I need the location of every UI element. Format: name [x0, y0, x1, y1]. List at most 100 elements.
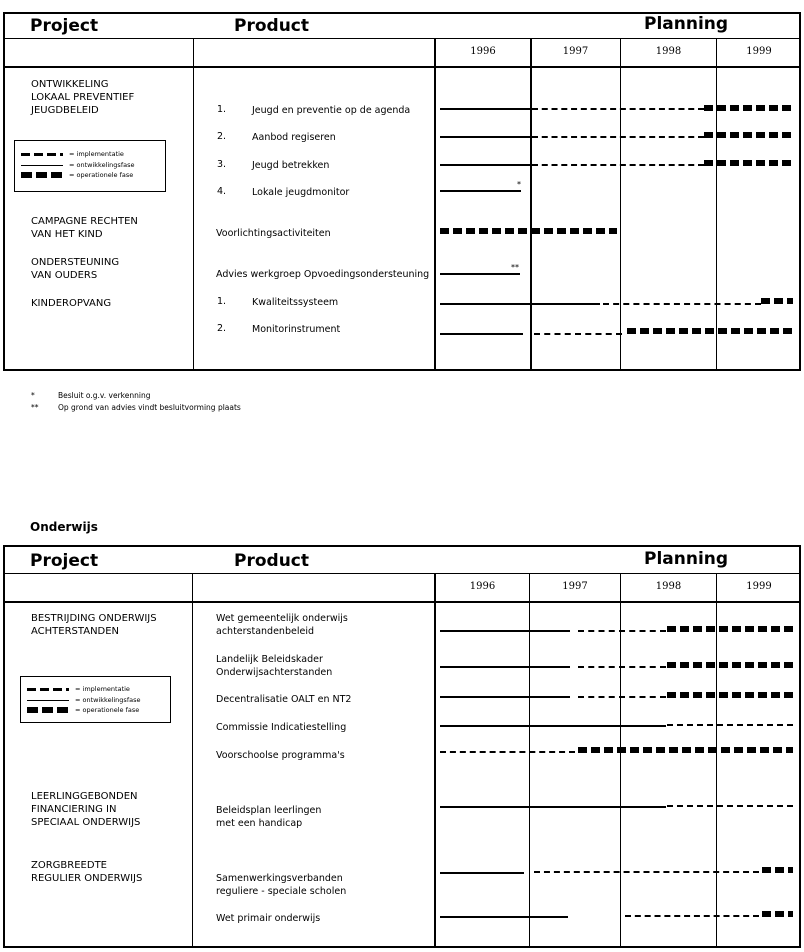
bar-ontwikkelingsfase — [440, 666, 570, 668]
year-1998: 1998 — [655, 581, 682, 592]
product-name: Decentralisatie OALT en NT2 — [216, 694, 352, 705]
bar-operationele-fase — [762, 867, 793, 873]
planning-header: Planning — [644, 14, 729, 34]
product-name: Monitorinstrument — [252, 324, 341, 335]
product-header: Product — [234, 16, 309, 36]
bar-implementatie — [532, 136, 704, 138]
legend-item-ontwikkelingsfase: = ontwikkelingsfase — [21, 161, 134, 169]
project-name: KINDEROPVANG — [31, 298, 112, 309]
product-number: 4. — [217, 186, 227, 197]
bar-operationele-fase — [704, 132, 793, 138]
divider — [192, 573, 193, 948]
footnote-mark: * — [31, 391, 35, 400]
project-name: LEERLINGGEBONDEN FINANCIERING IN SPECIAA… — [31, 791, 141, 828]
project-name: BESTRIJDING ONDERWIJS ACHTERSTANDEN — [31, 613, 157, 637]
year-1996: 1996 — [470, 46, 496, 57]
product-header: Product — [234, 551, 309, 571]
planning-header: Planning — [644, 549, 729, 569]
section-title: Onderwijs — [30, 520, 98, 534]
bar-ontwikkelingsfase — [440, 136, 532, 138]
bar-operationele-fase — [761, 298, 793, 304]
bar-implementatie — [578, 666, 666, 668]
footnote-mark: ** — [31, 403, 39, 412]
bar-implementatie — [532, 108, 704, 110]
product-number: 2. — [217, 323, 227, 334]
bar-implementatie — [534, 871, 759, 873]
solid-line-icon — [27, 699, 69, 701]
divider — [3, 573, 801, 574]
bar-operationele-fase — [667, 626, 793, 632]
bar-operationele-fase — [667, 692, 793, 698]
product-name: Aanbod regiseren — [252, 132, 336, 143]
divider — [3, 601, 801, 603]
year-1998: 1998 — [655, 46, 682, 57]
year-divider — [620, 573, 621, 948]
divider — [434, 573, 436, 948]
legend: = implementatie = ontwikkelingsfase = op… — [14, 140, 166, 192]
thick-dashed-line-icon — [27, 707, 69, 713]
project-header: Project — [30, 551, 99, 571]
divider — [3, 66, 801, 68]
bar-ontwikkelingsfase — [440, 273, 520, 275]
year-1997: 1997 — [562, 581, 588, 592]
year-divider — [620, 38, 621, 371]
product-name: Wet primair onderwijs — [216, 913, 321, 924]
legend: = implementatie = ontwikkelingsfase = op… — [20, 676, 171, 723]
year-1999: 1999 — [746, 581, 772, 592]
product-name: Kwaliteitssysteem — [252, 297, 339, 308]
product-name: Wet gemeentelijk onderwijs achterstanden… — [216, 613, 348, 637]
dashed-line-icon — [21, 152, 63, 156]
bar-ontwikkelingsfase — [440, 696, 570, 698]
project-name: ONDERSTEUNING VAN OUDERS — [31, 257, 120, 281]
product-name: Landelijk Beleidskader Onderwijsachterst… — [216, 654, 333, 678]
product-name: Advies werkgroep Opvoedingsondersteuning — [216, 269, 430, 280]
table-frame — [3, 545, 801, 948]
bar-implementatie — [603, 303, 761, 305]
project-name: CAMPAGNE RECHTEN VAN HET KIND — [31, 216, 138, 240]
bar-ontwikkelingsfase — [440, 725, 666, 727]
product-name: Lokale jeugdmonitor — [252, 187, 350, 198]
bar-implementatie — [532, 164, 704, 166]
year-divider — [716, 38, 717, 371]
bar-operationele-fase — [704, 105, 793, 111]
bar-ontwikkelingsfase — [440, 190, 521, 192]
bar-implementatie — [667, 724, 793, 726]
year-1996: 1996 — [469, 581, 496, 592]
bar-ontwikkelingsfase — [440, 303, 600, 305]
bar-implementatie — [440, 751, 575, 753]
bar-operationele-fase — [627, 328, 793, 334]
thick-dashed-line-icon — [21, 172, 63, 178]
year-divider — [530, 38, 532, 371]
product-name: Beleidsplan leerlingen met een handicap — [216, 805, 322, 829]
solid-line-icon — [21, 164, 63, 166]
project-name: ONTWIKKELING LOKAAL PREVENTIEF JEUGDBELE… — [31, 79, 135, 116]
bar-ontwikkelingsfase — [440, 630, 570, 632]
divider — [434, 38, 436, 371]
bar-operationele-fase — [440, 228, 617, 234]
dashed-line-icon — [27, 687, 69, 691]
product-name: Jeugd en preventie op de agenda — [252, 105, 411, 116]
legend-item-implementatie: = implementatie — [21, 150, 124, 158]
footnote-text: Op grond van advies vindt besluitvorming… — [58, 403, 241, 412]
bar-implementatie — [578, 696, 666, 698]
legend-item-implementatie: = implementatie — [27, 685, 130, 693]
product-name: Jeugd betrekken — [252, 160, 330, 171]
product-name: Voorschoolse programma's — [216, 750, 345, 761]
product-number: 1. — [217, 296, 227, 307]
project-header: Project — [30, 16, 99, 36]
year-divider — [529, 573, 530, 948]
bar-ontwikkelingsfase — [440, 916, 568, 918]
bar-implementatie — [625, 915, 759, 917]
product-name: Samenwerkingsverbanden reguliere - speci… — [216, 873, 347, 897]
product-number: 3. — [217, 159, 227, 170]
product-name: Voorlichtingsactiviteiten — [216, 228, 331, 239]
bar-implementatie — [578, 630, 666, 632]
bar-ontwikkelingsfase — [440, 333, 523, 335]
legend-item-operationele-fase: = operationele fase — [27, 706, 139, 714]
project-name: ZORGBREEDTE REGULIER ONDERWIJS — [31, 860, 143, 884]
bar-implementatie — [534, 333, 622, 335]
bar-implementatie — [667, 805, 793, 807]
bar-ontwikkelingsfase — [440, 806, 666, 808]
footnote-text: Besluit o.g.v. verkenning — [58, 391, 151, 400]
product-name: Commissie Indicatiestelling — [216, 722, 347, 733]
